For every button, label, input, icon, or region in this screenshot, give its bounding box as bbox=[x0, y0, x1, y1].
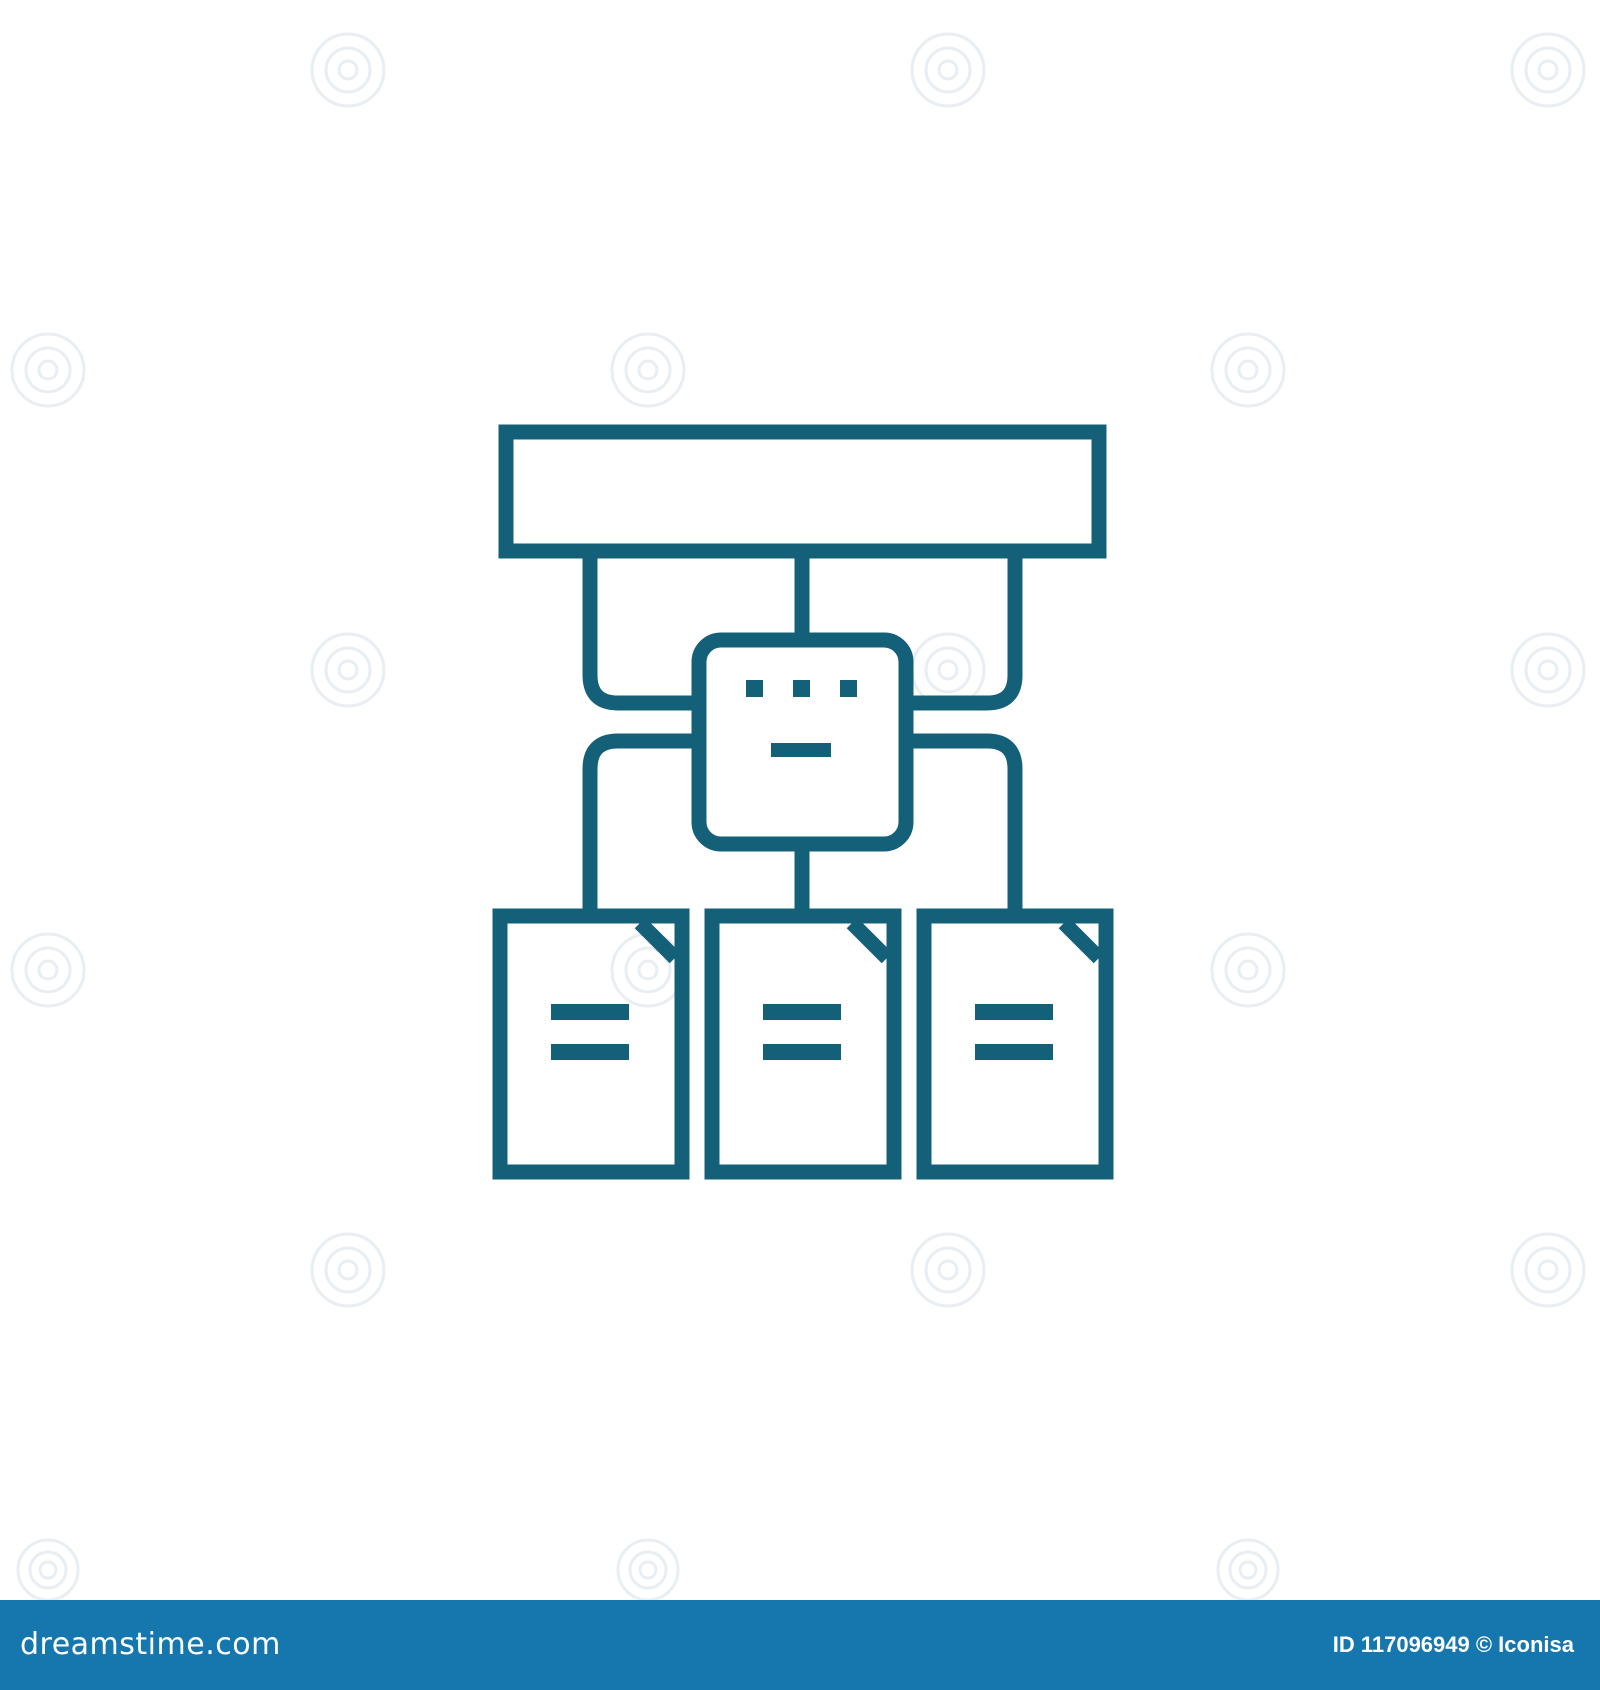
connector-right-lower bbox=[906, 733, 1023, 916]
site-logo[interactable]: dreamstime.com bbox=[20, 1627, 281, 1662]
connector-right-upper bbox=[906, 551, 1023, 711]
document-icon bbox=[492, 908, 690, 1180]
connector-left-upper bbox=[582, 551, 699, 711]
document-line bbox=[551, 1004, 629, 1020]
node-dash bbox=[771, 743, 831, 757]
top-header-block bbox=[498, 424, 1107, 559]
hierarchy-structure-icon bbox=[492, 424, 1114, 1180]
node-dot bbox=[840, 680, 857, 697]
connector-left-lower bbox=[582, 733, 699, 916]
document-line bbox=[975, 1004, 1053, 1020]
document-icon bbox=[916, 908, 1114, 1180]
node-dot bbox=[746, 680, 763, 697]
document-line bbox=[551, 1044, 629, 1060]
document-line bbox=[975, 1044, 1053, 1060]
document-line bbox=[763, 1004, 841, 1020]
document-line bbox=[763, 1044, 841, 1060]
image-credit: ID 117096949 © Iconisa bbox=[1332, 1632, 1574, 1657]
central-node-block bbox=[691, 632, 914, 852]
footer-bar: dreamstime.com ID 117096949 © Iconisa bbox=[0, 1600, 1600, 1690]
node-dot bbox=[793, 680, 810, 697]
document-icon bbox=[704, 908, 902, 1180]
